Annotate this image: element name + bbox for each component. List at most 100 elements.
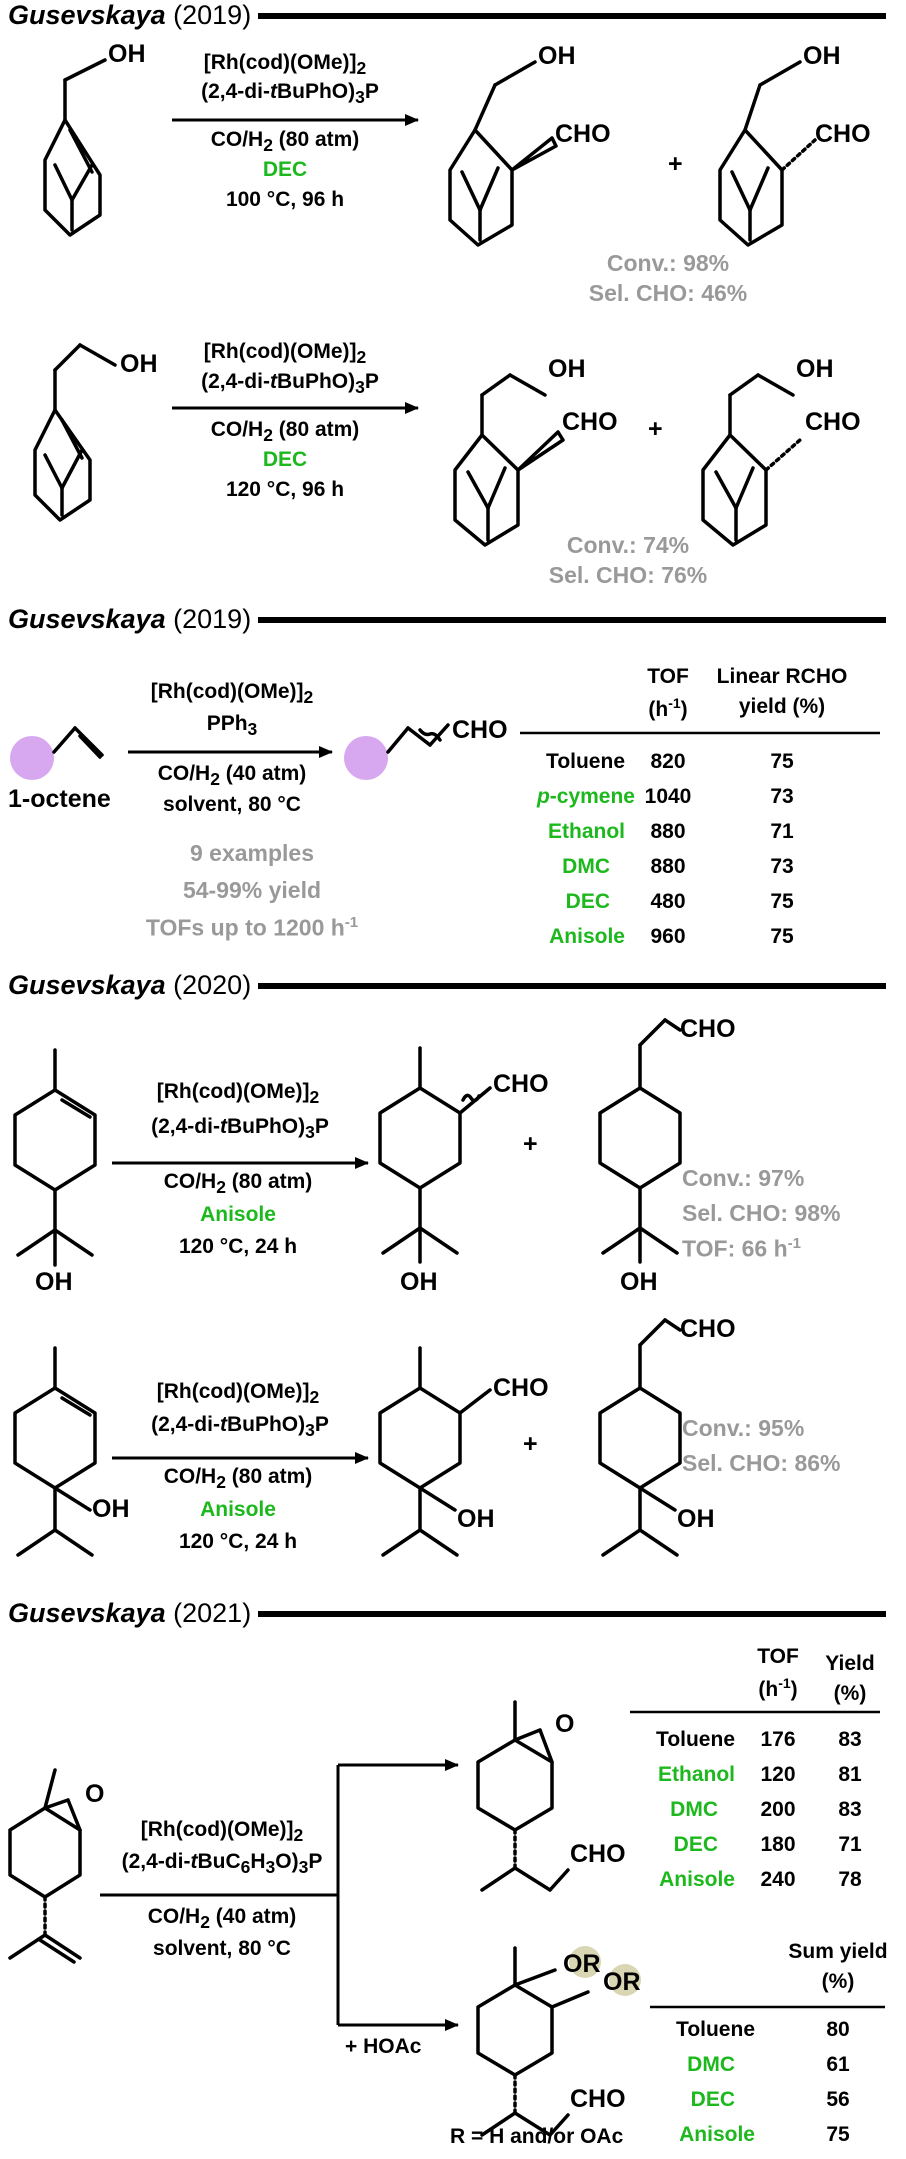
solvent-label-4: Anisole (200, 1203, 276, 1226)
table2-solvent: Toluene (656, 1728, 735, 1751)
table3-yield: 61 (826, 2053, 850, 2076)
plus-3: + (523, 1130, 538, 1158)
table1-yield: 75 (770, 890, 794, 913)
table1-solvent: DEC (565, 890, 610, 913)
oh-label-sm2: OH (120, 350, 158, 378)
table1-tof: 820 (650, 750, 686, 773)
oh-label-sm4: OH (92, 1495, 130, 1523)
table1-yield: 73 (770, 855, 794, 878)
ligand-label-2: (2,4-di-tBuPhO)3P (201, 370, 379, 398)
product-3a-structure (378, 1046, 492, 1264)
table1-header-yield-unit: yield (%) (738, 695, 826, 718)
result-sel-3: Sel. CHO: 98% (682, 1200, 841, 1226)
table1-yield: 75 (770, 750, 794, 773)
table1-solvent: Toluene (546, 750, 625, 773)
nopol-structure (33, 343, 117, 522)
table2-solvent: DMC (670, 1798, 718, 1821)
substrate-label: 1-octene (8, 785, 111, 813)
header-rule-4 (258, 1611, 886, 1617)
substrate-circle (10, 736, 54, 780)
section-header-2: Gusevskaya (2019) (8, 604, 252, 634)
table3-header-yield: Sum yield (788, 1940, 888, 1963)
table1-header-unit: (h-1) (648, 695, 688, 721)
table2-tof: 240 (760, 1868, 796, 1891)
catalyst-label-5: [Rh(cod)(OMe)]2 (156, 1380, 320, 1408)
conditions-label-3: solvent, 80 °C (163, 793, 301, 816)
header-rule-2 (258, 617, 886, 623)
header-rule-3 (258, 983, 886, 989)
oh-label-p1a: OH (538, 42, 576, 70)
result-conv-1: Conv.: 98% (606, 250, 730, 276)
plus-4: + (523, 1430, 538, 1458)
catalyst-label-1: [Rh(cod)(OMe)]2 (203, 51, 367, 79)
oh-label-p1b: OH (803, 42, 841, 70)
table2-yield: 78 (838, 1868, 862, 1891)
result-conv-4: Conv.: 95% (682, 1415, 805, 1441)
or-highlight-1 (569, 1946, 601, 1978)
result-conv-2: Conv.: 74% (566, 532, 690, 558)
hoac-label: + HOAc (345, 2035, 422, 2058)
product-1a-structure (448, 60, 558, 247)
gas-label-6: CO/H2 (40 atm) (147, 1905, 297, 1933)
cho-label-p1b: CHO (815, 120, 871, 148)
plus-2: + (648, 415, 663, 443)
oh-label-p2b: OH (796, 355, 834, 383)
summary-line-2: 54-99% yield (182, 877, 322, 903)
cho-label-s4a: CHO (570, 1840, 626, 1868)
table2-yield: 81 (838, 1763, 862, 1786)
gas-label-2: CO/H2 (80 atm) (210, 418, 360, 446)
table1-header-yield: Linear RCHO (716, 665, 848, 688)
oh-label-p4a: OH (457, 1505, 495, 1533)
product-3b-structure (598, 1018, 682, 1264)
diol-aldehyde-structure (476, 1946, 590, 2137)
table1-header-tof: TOF (647, 665, 689, 688)
cho-label-p3b: CHO (680, 1015, 736, 1043)
header-rule-1 (258, 13, 886, 19)
aldehyde-product-structure (386, 723, 450, 754)
solvent-label-5: Anisole (200, 1498, 276, 1521)
conditions-label-2: 120 °C, 96 h (225, 478, 345, 501)
result-sel-2: Sel. CHO: 76% (548, 562, 708, 588)
gas-label-1: CO/H2 (80 atm) (210, 128, 360, 156)
ligand-label-4: (2,4-di-tBuPhO)3P (151, 1115, 329, 1143)
conditions-label-6: solvent, 80 °C (153, 1937, 291, 1960)
oh-label-sm1: OH (108, 40, 146, 68)
cho-label-s4b: CHO (570, 2085, 626, 2113)
cho-label-p4a: CHO (493, 1374, 549, 1402)
table3-solvent: DMC (687, 2053, 735, 2076)
table1-yield: 75 (770, 925, 794, 948)
table1-tof: 960 (650, 925, 686, 948)
product-4a-structure (378, 1346, 492, 1557)
product-2b-structure (701, 373, 802, 547)
solvent-label-2: DEC (262, 448, 308, 471)
table1-yield: 73 (770, 785, 794, 808)
section-header-3: Gusevskaya (2020) (8, 970, 252, 1000)
ligand-label-1: (2,4-di-tBuPhO)3P (201, 80, 379, 108)
table2-tof: 176 (760, 1728, 796, 1751)
cho-label-p2b: CHO (805, 408, 861, 436)
conditions-label-1: 100 °C, 96 h (225, 188, 345, 211)
table2-yield: 83 (838, 1798, 862, 1821)
cho-label-p3a: CHO (493, 1070, 549, 1098)
product-4b-structure (598, 1318, 682, 1557)
cho-label-p4b: CHO (680, 1315, 736, 1343)
product-2a-structure (453, 373, 565, 547)
myrtenol-structure (43, 58, 107, 237)
product-circle (344, 736, 388, 780)
product-1b-structure (718, 60, 817, 247)
table2-header-yield: Yield (825, 1652, 875, 1675)
terpinen-4-ol-structure (13, 1346, 97, 1557)
table2-header-tof: TOF (757, 1645, 799, 1668)
gas-label-5: CO/H2 (80 atm) (163, 1465, 313, 1493)
result-conv-3: Conv.: 97% (682, 1165, 805, 1191)
result-sel-1: Sel. CHO: 46% (588, 280, 748, 306)
table1-solvent: Anisole (549, 925, 625, 948)
conditions-label-5: 120 °C, 24 h (178, 1530, 298, 1553)
or-label-1: OR (563, 1950, 601, 1978)
catalyst-label-3: [Rh(cod)(OMe)]2 (150, 680, 314, 708)
oh-label-p3a: OH (400, 1268, 438, 1296)
o-label-p1: O (555, 1710, 575, 1738)
table1-yield: 71 (770, 820, 794, 843)
catalyst-label-6: [Rh(cod)(OMe)]2 (140, 1818, 304, 1846)
